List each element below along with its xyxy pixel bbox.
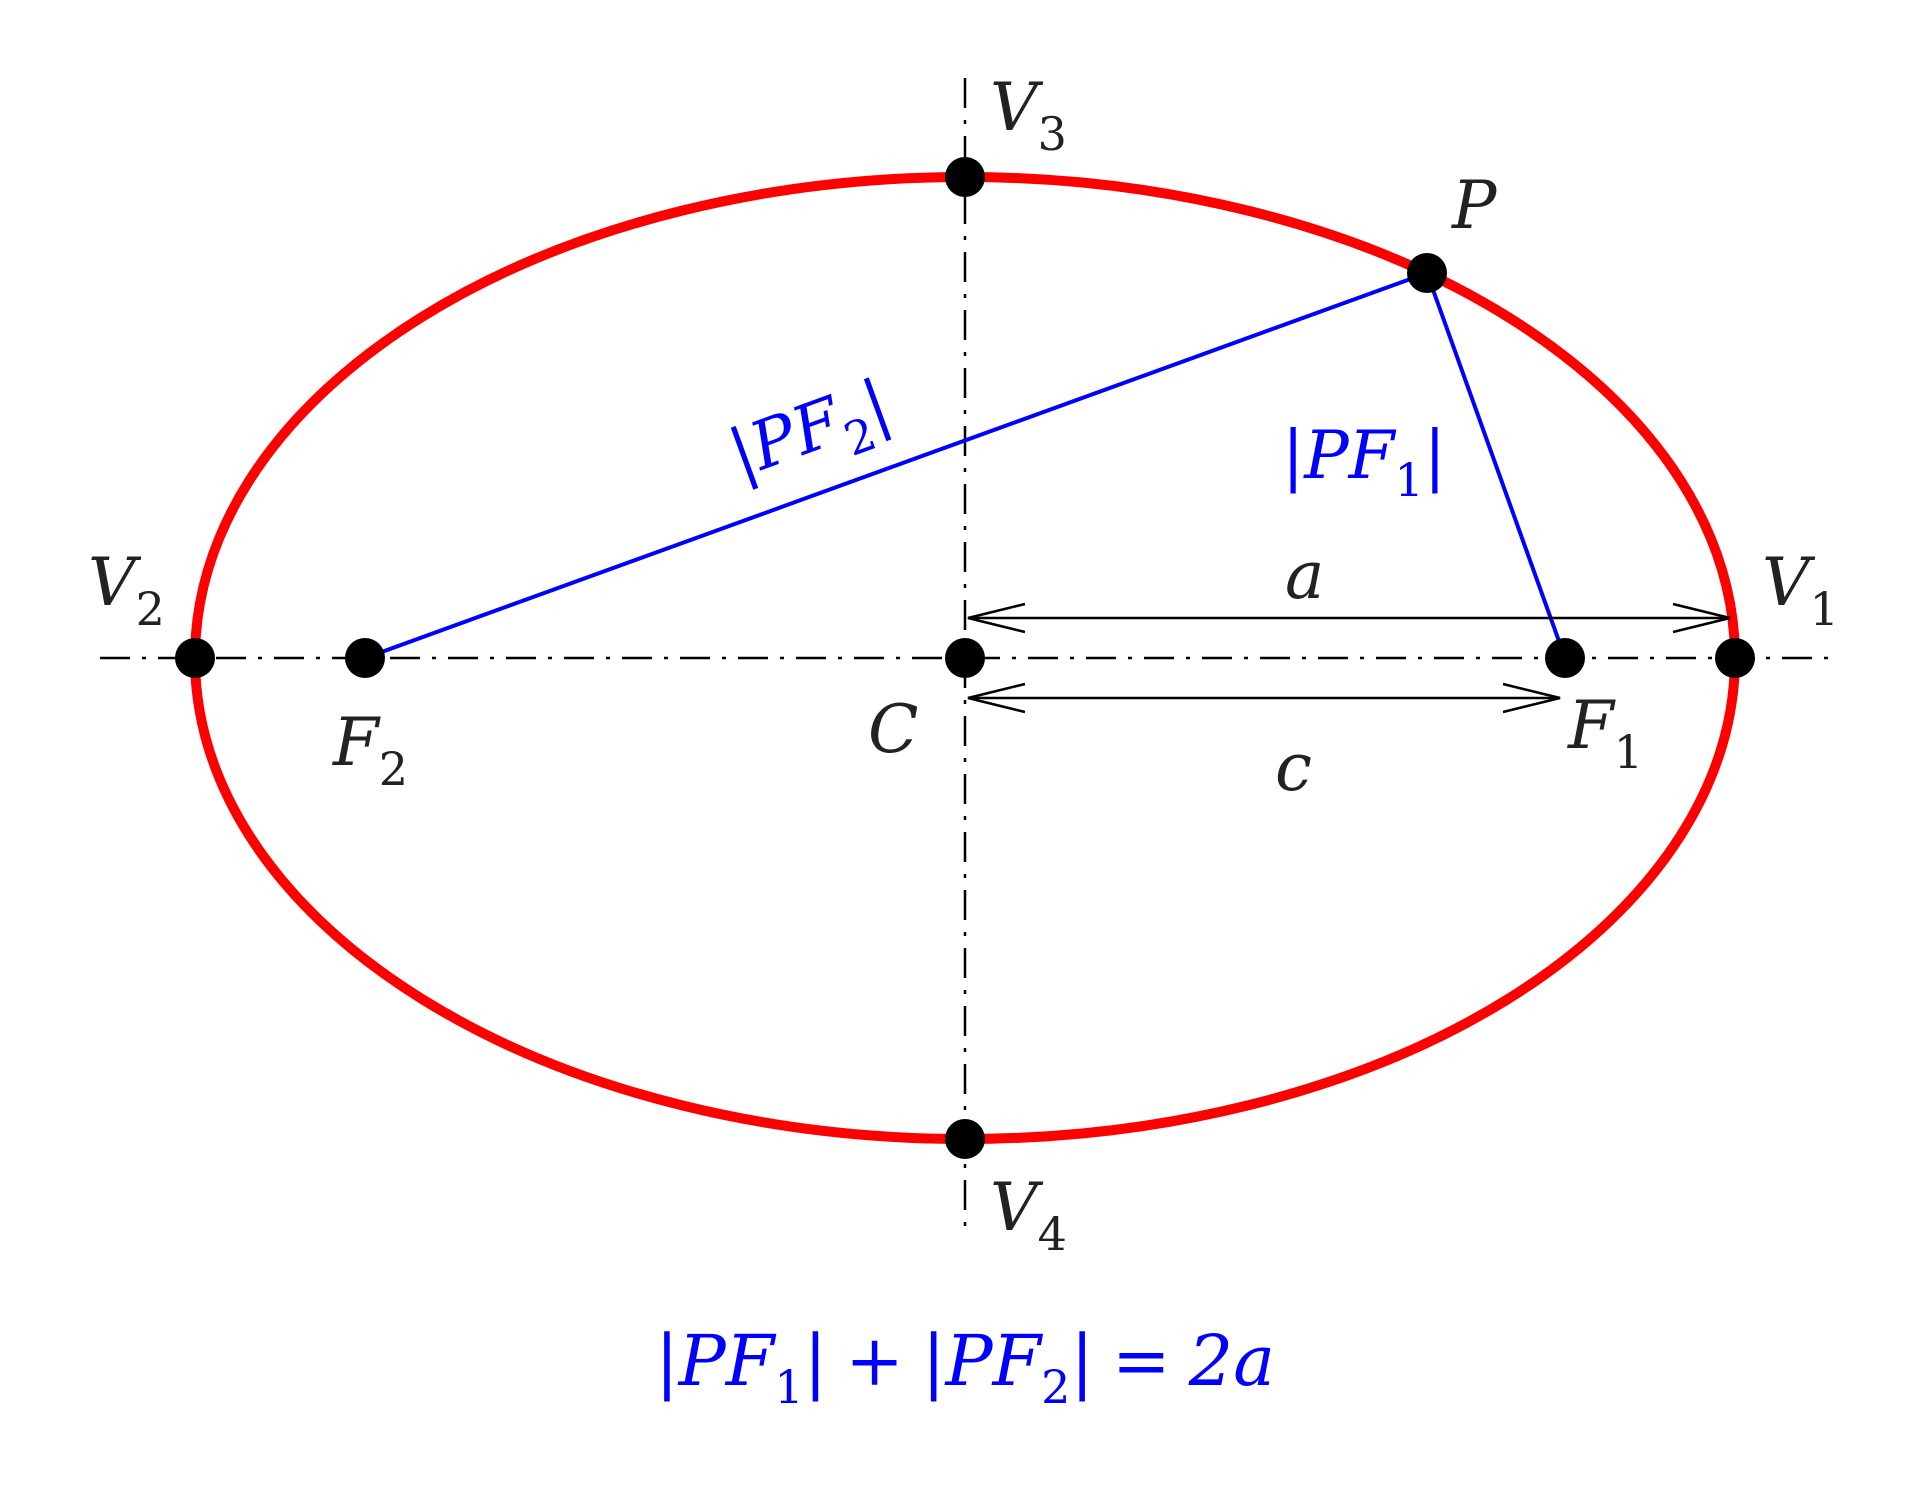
segment-pf2: [364, 271, 1428, 660]
label-center: C: [868, 691, 919, 768]
point-f2: [345, 638, 385, 678]
point-v1: [1715, 638, 1755, 678]
arrowhead-a-right: [1672, 602, 1731, 634]
label-p: P: [1451, 167, 1498, 244]
label-v3: V3: [990, 69, 1067, 161]
label-f2: F2: [332, 704, 408, 796]
point-f1: [1545, 638, 1585, 678]
point-v3: [945, 157, 985, 197]
label-pf1: |PF1|: [1282, 417, 1446, 507]
point-center: [945, 638, 985, 678]
formula: |PF1|+|PF2|=2a: [655, 1320, 1275, 1414]
arrowhead-a-left: [967, 602, 1026, 634]
label-c-distance: c: [1275, 729, 1312, 806]
point-v2: [175, 638, 215, 678]
label-v4: V4: [990, 1169, 1067, 1261]
point-p: [1407, 253, 1447, 293]
segment-pf1: [1425, 272, 1567, 659]
arrowhead-c-left: [967, 682, 1026, 714]
label-pf2: |PF2|: [719, 365, 904, 506]
point-v4: [945, 1119, 985, 1159]
arrowhead-c-right: [1502, 682, 1561, 714]
label-f1: F1: [1567, 687, 1643, 779]
label-a: a: [1285, 537, 1324, 614]
label-v1: V1: [1762, 544, 1839, 636]
label-v2: V2: [88, 544, 165, 636]
